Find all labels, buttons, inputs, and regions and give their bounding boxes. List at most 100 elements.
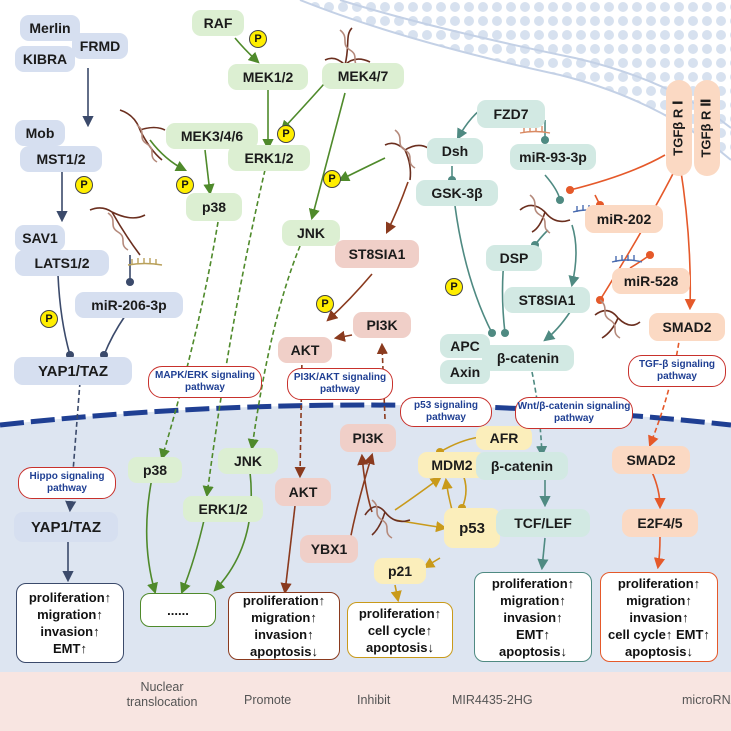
jnk-nuclear-node: JNK	[218, 448, 278, 474]
tgfbr1-label: TGFβ R Ⅰ	[671, 100, 687, 156]
legend-nuclear-label: Nuclear translocation	[126, 680, 198, 709]
erk12-node: ERK1/2	[228, 145, 310, 171]
st8sia1-node: ST8SIA1	[335, 240, 419, 268]
kibra-node: KIBRA	[15, 46, 75, 72]
phosphorylation-icon: P	[176, 176, 194, 194]
p53-outcome-box: proliferation↑ cell cycle↑ apoptosis↓	[347, 602, 453, 658]
wnt-pathway-label: Wnt/β-catenin signaling pathway	[515, 397, 633, 429]
phosphorylation-icon: P	[323, 170, 341, 188]
p38-nuclear-node: p38	[128, 457, 182, 483]
raf-node: RAF	[192, 10, 244, 36]
phosphorylation-icon: P	[277, 125, 295, 143]
axin-node: Axin	[440, 360, 490, 384]
p53-pathway-label: p53 signaling pathway	[400, 397, 492, 427]
legend: Nuclear translocation Promote Inhibit MI…	[0, 672, 731, 731]
outcome-item: ......	[167, 602, 189, 618]
yap-taz-node: YAP1/TAZ	[14, 357, 132, 385]
mapk-outcome-box: ......	[140, 593, 216, 627]
lncrna-icon	[89, 207, 146, 256]
p53-node: p53	[444, 508, 500, 548]
legend-promote-label: Promote	[244, 693, 292, 707]
outcome-item: EMT↑	[53, 641, 87, 656]
tcf-lef-node: TCF/LEF	[496, 509, 590, 537]
microrna-icon	[611, 255, 643, 263]
outcome-item: invasion↑	[40, 624, 100, 639]
yap-taz-nuclear-node: YAP1/TAZ	[14, 512, 118, 542]
mir202-node: miR-202	[585, 205, 663, 233]
lncrna-icon	[384, 129, 429, 181]
lncrna-icon	[594, 299, 641, 339]
jnk-node: JNK	[282, 220, 340, 246]
cell-membrane	[300, 0, 731, 160]
outcome-item: cell cycle↑	[367, 622, 433, 638]
afr-node: AFR	[476, 426, 532, 450]
p38-node: p38	[186, 193, 242, 221]
outcome-item: apoptosis↓	[499, 643, 567, 659]
outcome-item: invasion↑	[503, 609, 563, 625]
erk12-nuclear-node: ERK1/2	[183, 496, 263, 522]
lncrna-icon	[364, 499, 411, 539]
lncrna-icon	[324, 27, 371, 69]
outcome-item: apoptosis↓	[366, 639, 434, 655]
outcome-item: cell cycle↑ EMT↑	[608, 626, 710, 642]
mek346-node: MEK3/4/6	[166, 123, 258, 149]
mir528-node: miR-528	[612, 268, 690, 294]
p21-node: p21	[374, 558, 426, 584]
beta-catenin-nuclear-node: β-catenin	[476, 452, 568, 480]
apc-node: APC	[440, 334, 490, 358]
wnt-outcome-box: proliferation↑ migration↑ invasion↑ EMT↑…	[474, 572, 592, 662]
mapk-pathway-label: MAPK/ERK signaling pathway	[148, 366, 262, 398]
outcome-item: proliferation↑	[491, 575, 575, 591]
mir206-node: miR-206-3p	[75, 292, 183, 318]
phosphorylation-icon: P	[75, 176, 93, 194]
mek12-node: MEK1/2	[228, 64, 308, 90]
st8sia1-wnt-node: ST8SIA1	[504, 287, 590, 313]
beta-catenin-node: β-catenin	[482, 345, 574, 371]
lncrna-icon	[519, 194, 571, 234]
tgfbr2-label: TGFβ R Ⅱ	[699, 98, 715, 158]
dsp-node: DSP	[486, 245, 542, 271]
outcome-item: proliferation↑	[617, 575, 701, 591]
legend-inhibit-label: Inhibit	[357, 693, 391, 707]
smad2-node: SMAD2	[649, 313, 725, 341]
outcome-item: migration↑	[626, 592, 692, 608]
tgfbr2-receptor: TGFβ R Ⅱ	[694, 80, 720, 176]
outcome-item: invasion↑	[254, 627, 314, 642]
legend-microrna-label: microRNA	[682, 693, 731, 707]
sav1-node: SAV1	[15, 225, 65, 251]
pi3k-pathway-label: PI3K/AKT signaling pathway	[287, 368, 393, 400]
outcome-item: invasion↑	[629, 609, 689, 625]
microrna-icon	[127, 258, 163, 266]
outcome-item: apoptosis↓	[625, 643, 693, 659]
mob-node: Mob	[15, 120, 65, 146]
outcome-item: migration↑	[37, 607, 103, 622]
merlin-node: Merlin	[20, 15, 80, 41]
akt-nuclear-node: AKT	[275, 478, 331, 506]
mek47-node: MEK4/7	[322, 63, 404, 89]
lats-node: LATS1/2	[15, 250, 109, 276]
pi3k-node: PI3K	[353, 312, 411, 338]
hippo-pathway-label: Hippo signaling pathway	[18, 467, 116, 499]
fzd7-node: FZD7	[477, 100, 545, 128]
e2f45-node: E2F4/5	[622, 509, 698, 537]
outcome-item: migration↑	[500, 592, 566, 608]
phosphorylation-icon: P	[40, 310, 58, 328]
outcome-item: apoptosis↓	[250, 644, 318, 659]
lncrna-icon	[119, 109, 166, 163]
mir93-node: miR-93-3p	[510, 144, 596, 170]
phosphorylation-icon: P	[316, 295, 334, 313]
outcome-item: proliferation↑	[28, 590, 112, 605]
outcome-item: proliferation↑	[242, 593, 326, 608]
outcome-item: migration↑	[251, 610, 317, 625]
outcome-item: proliferation↑	[358, 605, 442, 621]
microrna-icon	[519, 126, 551, 134]
gsk3b-node: GSK-3β	[416, 180, 498, 206]
tgf-outcome-box: proliferation↑ migration↑ invasion↑ cell…	[600, 572, 718, 662]
mst-node: MST1/2	[20, 146, 102, 172]
smad2-nuclear-node: SMAD2	[612, 446, 690, 474]
legend-lncrna-label: MIR4435-2HG	[452, 693, 533, 707]
dsh-node: Dsh	[427, 138, 483, 164]
tgfbr1-receptor: TGFβ R Ⅰ	[666, 80, 692, 176]
pi3k-outcome-box: proliferation↑ migration↑ invasion↑ apop…	[228, 592, 340, 660]
